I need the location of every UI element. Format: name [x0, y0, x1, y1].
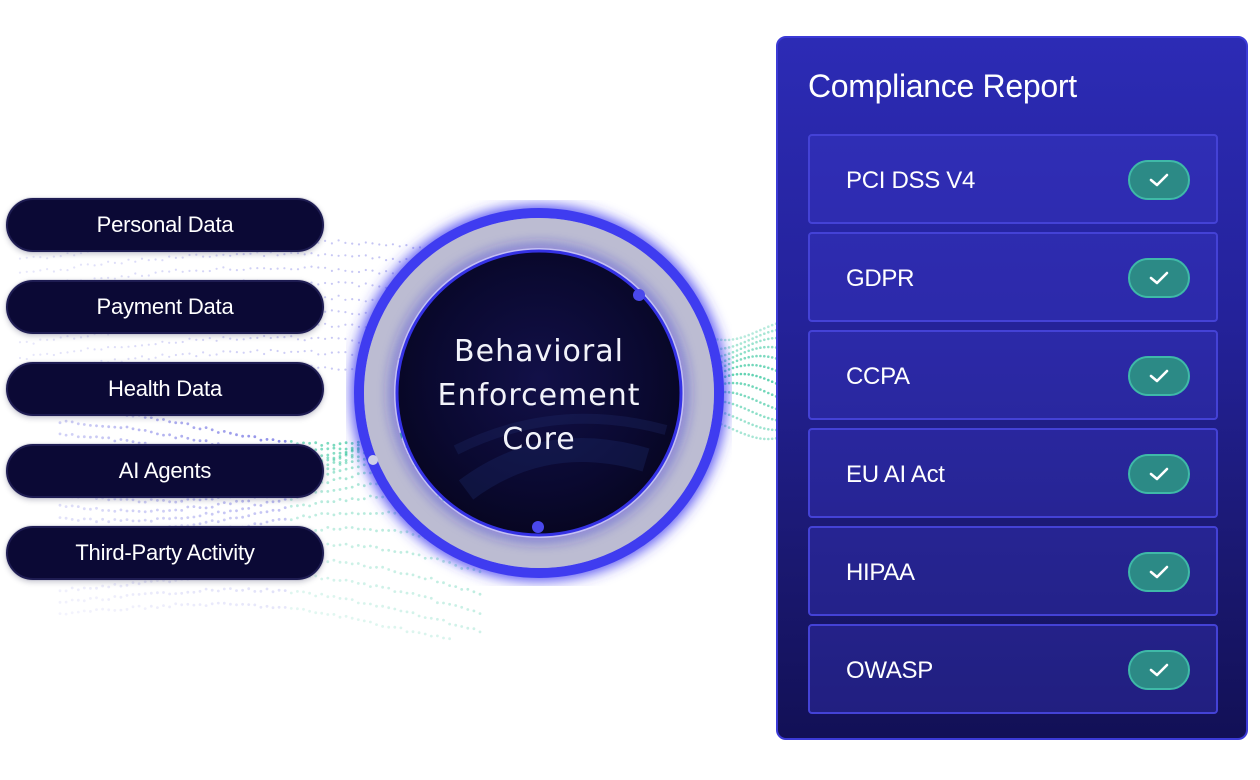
- compliance-row-eu-ai-act: EU AI Act: [808, 428, 1218, 518]
- core-ring-graphic: [352, 206, 726, 580]
- compliance-report-panel: Compliance Report PCI DSS V4 GDPR CCPA E…: [776, 36, 1248, 740]
- data-input-list: Personal Data Payment Data Health Data A…: [6, 198, 324, 608]
- compliance-row-label: OWASP: [846, 657, 933, 684]
- compliance-row-label: EU AI Act: [846, 461, 945, 488]
- compliance-row-label: GDPR: [846, 265, 915, 292]
- core-title-line: Enforcement: [437, 378, 641, 413]
- input-pill-health-data: Health Data: [6, 362, 324, 416]
- check-icon: [1128, 356, 1190, 396]
- input-pill-third-party-activity: Third-Party Activity: [6, 526, 324, 580]
- check-icon: [1128, 258, 1190, 298]
- compliance-row-label: HIPAA: [846, 559, 915, 586]
- check-icon: [1128, 650, 1190, 690]
- input-pill-personal-data: Personal Data: [6, 198, 324, 252]
- check-icon: [1128, 160, 1190, 200]
- compliance-row-label: PCI DSS V4: [846, 167, 976, 194]
- compliance-row-hipaa: HIPAA: [808, 526, 1218, 616]
- compliance-row-ccpa: CCPA: [808, 330, 1218, 420]
- compliance-row-label: CCPA: [846, 363, 910, 390]
- compliance-row-owasp: OWASP: [808, 624, 1218, 714]
- check-icon: [1128, 552, 1190, 592]
- core-title: Behavioral Enforcement Core: [406, 330, 672, 462]
- input-pill-label: Payment Data: [96, 294, 234, 319]
- compliance-row-pci-dss-v4: PCI DSS V4: [808, 134, 1218, 224]
- input-pill-payment-data: Payment Data: [6, 280, 324, 334]
- compliance-report-title: Compliance Report: [808, 68, 1077, 104]
- input-pill-label: Health Data: [108, 376, 222, 401]
- input-pill-label: AI Agents: [118, 458, 212, 483]
- check-icon: [1128, 454, 1190, 494]
- core-title-line: Behavioral: [454, 334, 624, 369]
- compliance-list: PCI DSS V4 GDPR CCPA EU AI Act HIPAA OWA…: [808, 134, 1218, 722]
- core-title-line: Core: [502, 422, 576, 457]
- input-pill-label: Personal Data: [96, 212, 234, 237]
- input-pill-ai-agents: AI Agents: [6, 444, 324, 498]
- input-pill-label: Third-Party Activity: [75, 540, 255, 565]
- enforcement-core: Behavioral Enforcement Core: [346, 200, 732, 586]
- compliance-row-gdpr: GDPR: [808, 232, 1218, 322]
